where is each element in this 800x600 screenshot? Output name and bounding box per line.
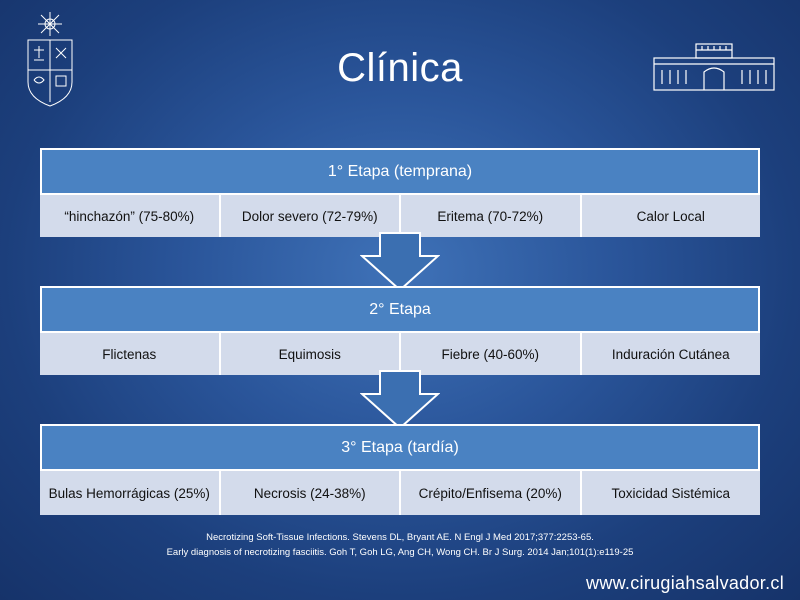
stage-3-cell: Bulas Hemorrágicas (25%) [40, 471, 221, 515]
references: Necrotizing Soft-Tissue Infections. Stev… [0, 530, 800, 560]
stage-2: 2° Etapa Flictenas Equimosis Fiebre (40-… [40, 286, 760, 375]
reference-line: Early diagnosis of necrotizing fasciitis… [166, 547, 634, 558]
stage-1-cell: Eritema (70-72%) [401, 195, 582, 237]
stage-3-cell: Necrosis (24-38%) [220, 471, 401, 515]
stage-1: 1° Etapa (temprana) “hinchazón” (75-80%)… [40, 148, 760, 237]
stage-2-cell: Equimosis [220, 333, 401, 375]
stage-2-cell: Flictenas [40, 333, 221, 375]
stage-3-header: 3° Etapa (tardía) [40, 424, 760, 471]
stage-3-cell: Crépito/Enfisema (20%) [401, 471, 582, 515]
slide-title: Clínica [337, 46, 463, 90]
stage-3-cells: Bulas Hemorrágicas (25%) Necrosis (24-38… [40, 471, 760, 515]
hospital-building-icon [653, 43, 775, 91]
website-url: www.cirugiahsalvador.cl [586, 573, 784, 593]
reference-line: Necrotizing Soft-Tissue Infections. Stev… [206, 532, 594, 543]
stage-1-cell: Calor Local [581, 195, 760, 237]
stage-1-cell: Dolor severo (72-79%) [220, 195, 401, 237]
stage-2-header: 2° Etapa [40, 286, 760, 333]
stage-3-cell: Toxicidad Sistémica [581, 471, 760, 515]
stage-2-cells: Flictenas Equimosis Fiebre (40-60%) Indu… [40, 333, 760, 375]
down-arrow-icon [360, 232, 440, 292]
stage-1-header: 1° Etapa (temprana) [40, 148, 760, 195]
stage-2-cell: Fiebre (40-60%) [401, 333, 582, 375]
university-coat-of-arms-icon [27, 12, 73, 107]
stage-2-cell: Induración Cutánea [581, 333, 760, 375]
stage-1-cell: “hinchazón” (75-80%) [40, 195, 221, 237]
down-arrow-icon [360, 370, 440, 430]
stage-3: 3° Etapa (tardía) Bulas Hemorrágicas (25… [40, 424, 760, 515]
stage-1-cells: “hinchazón” (75-80%) Dolor severo (72-79… [40, 195, 760, 237]
